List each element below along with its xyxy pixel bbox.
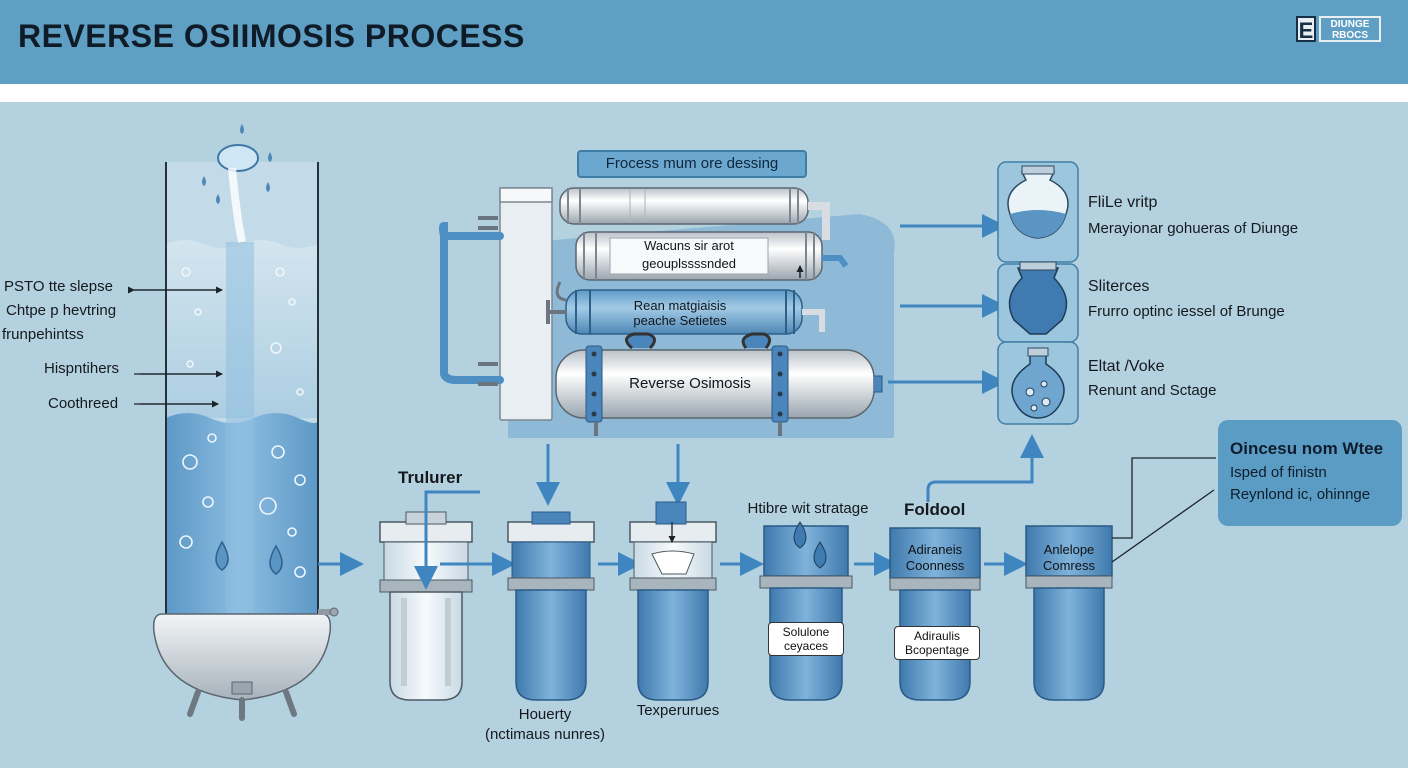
output-3-subtitle: Renunt and Sctage bbox=[1088, 382, 1217, 399]
vessel-2-label-2: geouplssssnded bbox=[642, 256, 736, 271]
logo-line-1: DIUNGE bbox=[1330, 19, 1370, 30]
stage-4-label: Htibre wit stratage bbox=[747, 500, 869, 517]
stage-5-inner-2: Coonness bbox=[905, 558, 965, 573]
vessel-3-label-1: Rean matgiaisis bbox=[633, 298, 727, 313]
info-box: Oincesu nom Wtee Isped of finistn Reynlo… bbox=[1218, 420, 1402, 526]
main-vessel-label: Reverse Osimosis bbox=[629, 375, 751, 392]
stage-5-inner-1: Adiraneis bbox=[907, 542, 963, 557]
info-box-line-1: Isped of finistn bbox=[1230, 464, 1327, 481]
stage-1-label: Trulurer bbox=[398, 468, 463, 487]
logo-text: DIUNGE RBOCS bbox=[1319, 16, 1381, 42]
stage-6-inner-2: Comress bbox=[1042, 558, 1095, 573]
output-panels bbox=[997, 161, 1079, 425]
stage-4-tag-line-1: Solulone bbox=[782, 625, 830, 639]
ro-module bbox=[439, 187, 895, 438]
stage-2-label-1: Houerty bbox=[518, 706, 572, 723]
stage-3-label: Texperurues bbox=[636, 702, 720, 719]
filter-stages bbox=[379, 434, 1216, 701]
stage-5-tag: Adiraulis Bcopentage bbox=[894, 626, 980, 660]
tank-label-4: Hispntihers bbox=[44, 360, 120, 377]
logo-mark: E bbox=[1296, 16, 1316, 43]
vessel-2-label-1: Wacuns sir arot bbox=[644, 238, 734, 253]
page-title: REVERSE OSIIMOSIS PROCESS bbox=[18, 18, 525, 54]
brand-logo: E DIUNGE RBOCS bbox=[1296, 14, 1382, 44]
diagram-graphics bbox=[0, 124, 1216, 721]
stage-5-tag-line-2: Bcopentage bbox=[904, 643, 970, 657]
header-bar: REVERSE OSIIMOSIS PROCESS E DIUNGE RBOCS bbox=[0, 0, 1408, 84]
tank-label-5: Coothreed bbox=[48, 395, 119, 412]
output-2-subtitle: Frurro optinc iessel of Brunge bbox=[1088, 303, 1285, 320]
stage-6-inner-1: Anlelope bbox=[1043, 542, 1095, 557]
vessel-3-label-2: peache Setietes bbox=[633, 313, 727, 328]
tank-label-1: PSTO tte slepse bbox=[4, 278, 113, 295]
stage-5-label: Foldool bbox=[904, 500, 966, 519]
diagram-canvas: PSTO tte slepse Chtpe p hevtring frunpeh… bbox=[0, 102, 1408, 768]
output-1-subtitle: Merayionar gohueras of Diunge bbox=[1088, 220, 1299, 237]
logo-line-2: RBOCS bbox=[1331, 30, 1369, 41]
stage-4-tag-line-2: ceyaces bbox=[783, 639, 829, 653]
info-box-line-2: Reynlond ic, ohinnge bbox=[1230, 486, 1371, 503]
storage-tank bbox=[134, 124, 339, 721]
output-3-title: Eltat /Voke bbox=[1088, 358, 1165, 375]
stage-5-tag-line-1: Adiraulis bbox=[913, 629, 961, 643]
stage-4-tag: Solulone ceyaces bbox=[768, 622, 844, 656]
module-banner: Frocess mum ore dessing bbox=[577, 150, 807, 178]
divider-band bbox=[0, 84, 1408, 102]
tank-label-3: frunpehintss bbox=[2, 326, 84, 343]
output-2-title: Sliterces bbox=[1088, 278, 1150, 295]
output-1-title: FliLe vritp bbox=[1088, 194, 1158, 211]
tank-label-2: Chtpe p hevtring bbox=[6, 302, 117, 319]
info-box-title: Oincesu nom Wtee bbox=[1230, 439, 1384, 458]
stage-2-label-2: (nctimaus nunres) bbox=[484, 726, 606, 743]
